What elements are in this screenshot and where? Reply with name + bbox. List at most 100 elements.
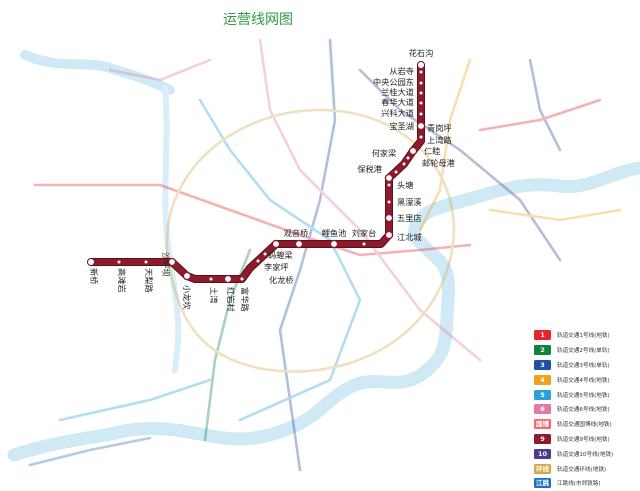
station-marker[interactable] [240, 277, 244, 281]
line-10 [358, 68, 562, 262]
transfer-station-marker[interactable] [271, 239, 281, 249]
station-marker[interactable] [144, 260, 148, 264]
transfer-station-marker[interactable] [329, 239, 339, 249]
legend-item: 江跳江跳线(市郊铁路) [534, 476, 638, 491]
station-marker[interactable] [419, 91, 423, 95]
legend-line-badge: 9 [534, 433, 551, 444]
river [20, 50, 175, 95]
river [162, 85, 182, 373]
legend-line-badge: 环线 [534, 463, 551, 474]
legend-line-label: 轨道交通4号线(地铁) [557, 377, 610, 384]
transfer-station-marker[interactable] [384, 213, 394, 223]
station-label: 兴科大道 [381, 108, 414, 118]
station-label: 蚂蝗梁 [268, 250, 293, 260]
transfer-station-marker[interactable] [182, 271, 192, 281]
station-label: 青岗坪 [427, 123, 452, 133]
station-label: 土湾 [209, 287, 219, 303]
station-label: 保税港 [357, 164, 382, 174]
transfer-station-marker[interactable] [223, 274, 233, 284]
line-6 [258, 38, 482, 362]
stations [88, 62, 426, 284]
legend-line-label: 轨道交通5号线(地铁) [557, 392, 610, 399]
legend-line-badge: 1 [534, 330, 551, 341]
station-label: 宝圣湖 [389, 121, 414, 131]
station-marker[interactable] [418, 62, 424, 68]
station-marker[interactable] [394, 170, 398, 174]
station-label: 鲤鱼池 [322, 228, 347, 238]
station-marker[interactable] [402, 162, 406, 166]
legend-line-badge: 2 [534, 345, 551, 356]
map-title: 运营线网图 [223, 12, 293, 28]
transfer-station-marker[interactable] [408, 146, 418, 156]
station-label: 高滩岩 [117, 268, 127, 293]
transfer-station-marker[interactable] [167, 257, 177, 267]
legend-item: 9 轨道交通9号线(地铁) [534, 432, 638, 447]
legend-line-badge: 5 [534, 389, 551, 400]
line-3 [528, 58, 562, 152]
station-marker[interactable] [419, 70, 423, 74]
legend-item: 4 轨道交通4号线(地铁) [534, 372, 638, 387]
station-label: 新桥 [89, 268, 99, 284]
line-6 [108, 58, 212, 82]
line-4 [418, 58, 472, 232]
station-marker[interactable] [419, 135, 423, 139]
legend-item: 国博轨道交通国博线(地铁) [534, 417, 638, 432]
station-marker[interactable] [387, 183, 391, 187]
station-label: 黑濛溪 [397, 197, 422, 207]
station-marker[interactable] [419, 112, 423, 116]
station-label: 化龙桥 [269, 275, 294, 285]
transfer-station-marker[interactable] [416, 121, 426, 131]
station-label: 刘家台 [352, 228, 377, 238]
station-label: 从岩寺 [389, 66, 414, 76]
legend-item: 5 轨道交通5号线(地铁) [534, 387, 638, 402]
legend-line-badge: 4 [534, 374, 551, 385]
station-marker[interactable] [263, 252, 267, 256]
station-label: 春华大道 [381, 97, 414, 107]
legend-line-badge: 10 [534, 448, 551, 459]
station-label: 红岩村 [226, 287, 236, 312]
line-4 [488, 208, 622, 222]
station-marker[interactable] [209, 277, 213, 281]
legend-line-label: 轨道交通3号线(单轨) [557, 362, 610, 369]
station-label: 观音桥 [284, 228, 309, 238]
station-marker[interactable] [256, 259, 260, 263]
station-label: 江北城 [397, 232, 422, 242]
station-marker[interactable] [419, 101, 423, 105]
line-1 [33, 183, 472, 257]
line-5 [58, 378, 212, 422]
background-lines [28, 38, 622, 472]
station-labels-vertical: 富华路 红岩村 土湾 小龙坎 沙坪坝 天梨路 高滩岩 新桥 [89, 252, 250, 312]
station-label: 仁睦 [424, 146, 440, 156]
legend-item: 环线轨道交通环线(地铁) [534, 461, 638, 476]
loop-line [165, 108, 456, 373]
station-label: 小龙坎 [182, 285, 192, 310]
station-marker[interactable] [88, 259, 94, 265]
transfer-station-marker[interactable] [384, 230, 394, 240]
station-label: 富华路 [240, 287, 250, 312]
station-label: 头塘 [397, 180, 413, 190]
station-label: 中央公园东 [373, 77, 414, 87]
station-label: 沙坪坝 [161, 252, 171, 277]
transfer-station-marker[interactable] [294, 239, 304, 249]
legend-line-label: 轨道交通6号线(地铁) [557, 407, 610, 414]
station-labels: 花石沟 从岩寺 中央公园东 兰桂大道 春华大道 兴科大道 宝圣湖 青岗坪 上湾路… [264, 48, 456, 285]
line-1 [478, 98, 602, 132]
station-marker[interactable] [117, 260, 121, 264]
station-label: 李家坪 [264, 262, 289, 272]
station-label: 上湾路 [427, 135, 452, 145]
river-layer [7, 50, 640, 462]
station-marker[interactable] [419, 81, 423, 85]
legend-line-label: 轨道交通10号线(地铁) [557, 451, 614, 458]
legend-line-badge: 6 [534, 404, 551, 415]
transfer-station-marker[interactable] [384, 173, 394, 183]
legend-line-label: 轨道交通国博线(地铁) [557, 422, 612, 429]
station-marker[interactable] [406, 156, 410, 160]
legend-line-label: 轨道交通9号线(地铁) [557, 436, 610, 443]
station-marker[interactable] [387, 200, 391, 204]
legend-item: 10 轨道交通10号线(地铁) [534, 446, 638, 461]
station-marker[interactable] [362, 242, 366, 246]
